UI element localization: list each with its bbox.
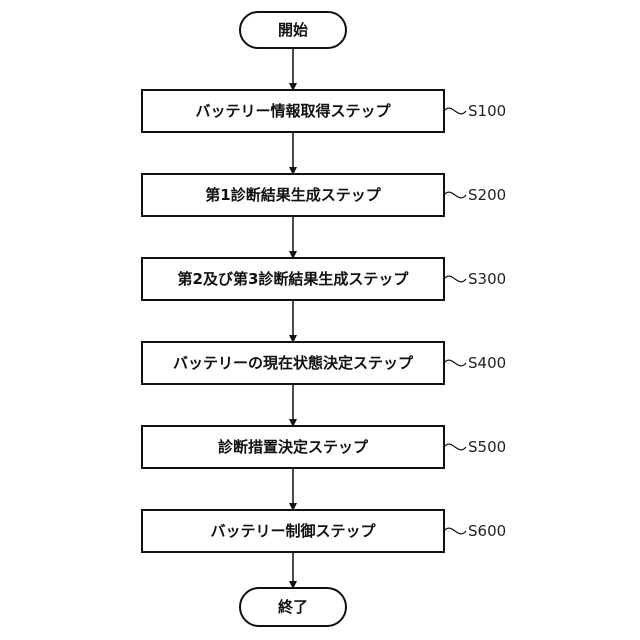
step-label-s200: 第1診断結果生成ステップ (205, 186, 381, 204)
leader-s200 (444, 192, 466, 198)
step-tag-s600: S600 (468, 522, 506, 540)
step-tag-s100: S100 (468, 102, 506, 120)
step-tag-s200: S200 (468, 186, 506, 204)
start-terminal: 開始 (240, 12, 346, 48)
step-label-s300: 第2及び第3診断結果生成ステップ (178, 270, 410, 288)
step-label-s100: バッテリー情報取得ステップ (195, 102, 391, 120)
end-label: 終了 (278, 598, 308, 616)
step-box-s400: バッテリーの現在状態決定ステップ S400 (142, 342, 506, 384)
leader-s100 (444, 108, 466, 114)
step-box-s100: バッテリー情報取得ステップ S100 (142, 90, 506, 132)
step-tag-s500: S500 (468, 438, 506, 456)
start-label: 開始 (278, 21, 308, 39)
step-box-s200: 第1診断結果生成ステップ S200 (142, 174, 506, 216)
step-label-s600: バッテリー制御ステップ (210, 522, 376, 540)
step-tag-s400: S400 (468, 354, 506, 372)
step-label-s500: 診断措置決定ステップ (218, 438, 369, 456)
step-box-s500: 診断措置決定ステップ S500 (142, 426, 506, 468)
leader-s300 (444, 276, 466, 282)
leader-s400 (444, 360, 466, 366)
end-terminal: 終了 (240, 588, 346, 626)
step-box-s300: 第2及び第3診断結果生成ステップ S300 (142, 258, 506, 300)
step-label-s400: バッテリーの現在状態決定ステップ (173, 354, 414, 372)
step-box-s600: バッテリー制御ステップ S600 (142, 510, 506, 552)
leader-s500 (444, 444, 466, 450)
step-tag-s300: S300 (468, 270, 506, 288)
leader-s600 (444, 528, 466, 534)
